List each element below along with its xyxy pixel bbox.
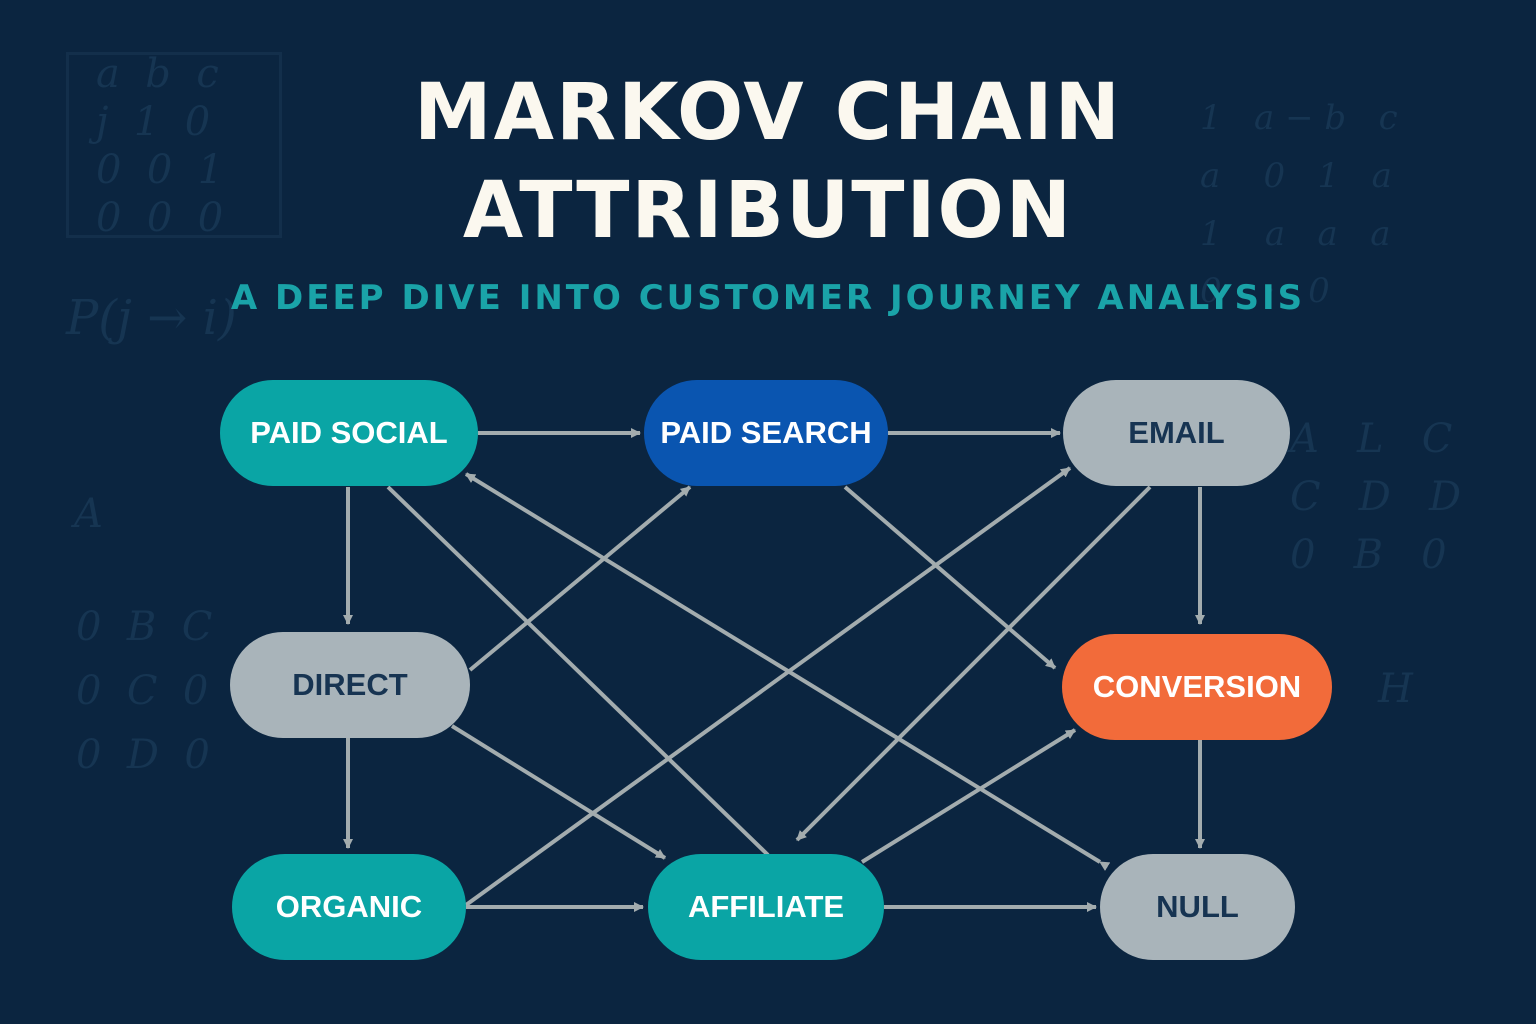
- node-paid-search[interactable]: PAID SEARCH: [644, 380, 888, 486]
- edge-direct-to-paid-search: [468, 485, 692, 672]
- node-null[interactable]: NULL: [1100, 854, 1295, 960]
- edge-organic-to-email: [464, 466, 1072, 907]
- bg-matrix-bracket: [66, 52, 282, 238]
- bg-matrix-top-left: a b c j 1 0 0 0 1 0 0 0: [96, 51, 224, 241]
- bg-matrix-right: A L C C D D 0 B 0: [1290, 416, 1462, 578]
- node-label: PAID SOCIAL: [250, 415, 448, 450]
- bg-formula: P(j → i): [66, 290, 237, 346]
- node-affiliate[interactable]: AFFILIATE: [648, 854, 884, 960]
- node-email[interactable]: EMAIL: [1063, 380, 1290, 486]
- node-label: AFFILIATE: [687, 889, 845, 924]
- node-direct[interactable]: DIRECT: [230, 632, 470, 738]
- edge-null-paid-social: [464, 472, 1111, 871]
- node-paid-social[interactable]: PAID SOCIAL: [220, 380, 478, 486]
- node-label: PAID SEARCH: [660, 415, 872, 450]
- node-label: EMAIL: [1128, 415, 1225, 450]
- node-label: ORGANIC: [275, 889, 423, 924]
- title-line-2: ATTRIBUTION: [462, 166, 1074, 256]
- edge-paid-search-to-conversion: [843, 485, 1057, 670]
- bg-matrix-top-right: 1 a − b c a 0 1 a 1 a a a 0 · 0: [1200, 98, 1398, 312]
- subtitle: A DEEP DIVE INTO CUSTOMER JOURNEY ANALYS…: [230, 278, 1306, 318]
- title-line-1: MARKOV CHAIN: [414, 68, 1122, 158]
- edge-direct-to-affiliate: [450, 724, 667, 860]
- node-conversion[interactable]: CONVERSION: [1062, 634, 1332, 740]
- edge-affiliate-to-conversion: [860, 728, 1077, 864]
- edge-email-to-affiliate: [795, 485, 1152, 842]
- bg-letter-h: H: [1378, 666, 1413, 712]
- node-label: DIRECT: [292, 667, 408, 702]
- node-organic[interactable]: ORGANIC: [232, 854, 466, 960]
- node-label: NULL: [1156, 889, 1239, 924]
- bg-letter-a: A: [74, 491, 103, 537]
- node-label: CONVERSION: [1092, 669, 1302, 704]
- bg-matrix-left: 0 B C 0 C 0 0 D 0: [76, 604, 213, 778]
